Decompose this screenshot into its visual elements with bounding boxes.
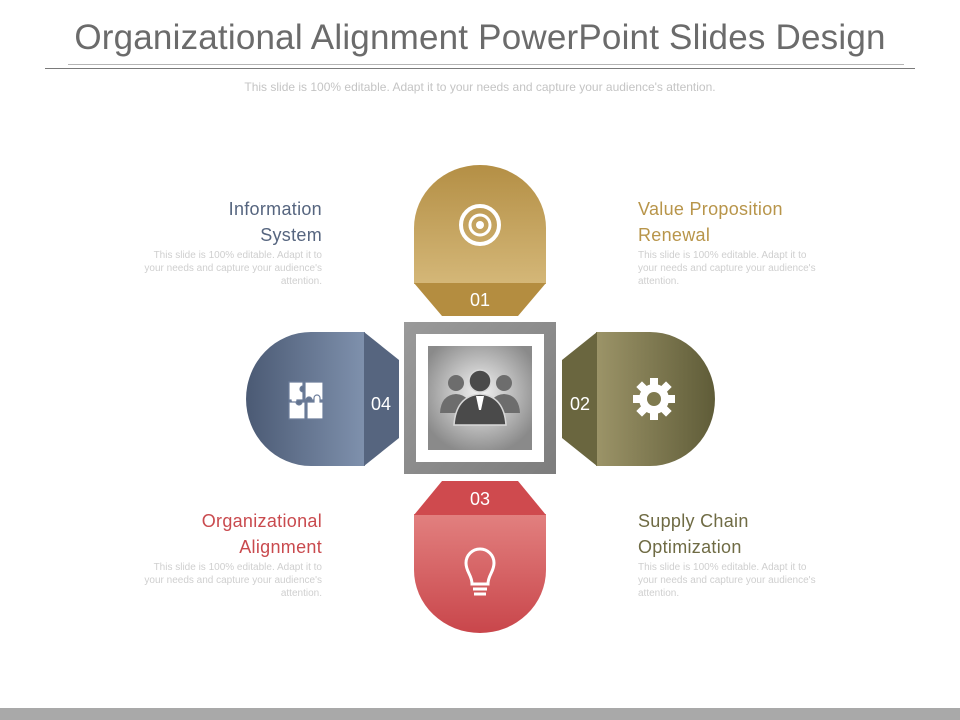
label-information-system: Information System — [140, 196, 322, 248]
heading-01-line1: Value Proposition — [638, 199, 783, 219]
segment-02-tab — [562, 332, 597, 466]
segment-04: 04 — [246, 332, 399, 466]
segment-03-number: 03 — [470, 489, 490, 509]
description-01: This slide is 100% editable. Adapt it to… — [638, 250, 816, 287]
segment-03-body — [414, 514, 546, 633]
team-icon — [440, 369, 520, 426]
label-value-proposition: Value Proposition Renewal — [638, 196, 838, 248]
segment-04-tab — [364, 332, 399, 466]
slide-title: Organizational Alignment PowerPoint Slid… — [74, 18, 886, 57]
heading-02-line1: Supply Chain — [638, 511, 749, 531]
lightbulb-icon — [464, 547, 496, 596]
title-divider-inner — [68, 64, 904, 65]
description-03: This slide is 100% editable. Adapt it to… — [144, 562, 322, 599]
segment-02: 02 — [562, 332, 715, 466]
segment-01-tab — [414, 283, 546, 316]
heading-04-line1: Information — [228, 199, 322, 219]
footer-bar — [0, 708, 960, 720]
heading-01-line2: Renewal — [638, 225, 711, 245]
heading-02-line2: Optimization — [638, 537, 742, 557]
description-04: This slide is 100% editable. Adapt it to… — [144, 250, 322, 287]
segment-03: 03 — [414, 481, 546, 633]
segment-01: 01 — [414, 165, 546, 316]
segment-01-number: 01 — [470, 290, 490, 310]
heading-03-line2: Alignment — [239, 537, 322, 557]
label-supply-chain: Supply Chain Optimization — [638, 508, 838, 560]
target-icon — [459, 204, 501, 246]
label-organizational-alignment: Organizational Alignment — [140, 508, 322, 560]
segment-04-number: 04 — [371, 394, 391, 414]
title-divider — [45, 68, 915, 69]
heading-04-line2: System — [260, 225, 322, 245]
description-02: This slide is 100% editable. Adapt it to… — [638, 562, 816, 599]
gear-icon — [633, 378, 675, 420]
slide-subtitle: This slide is 100% editable. Adapt it to… — [244, 80, 716, 94]
heading-03-line1: Organizational — [201, 511, 322, 531]
segment-02-number: 02 — [570, 394, 590, 414]
segment-03-tab — [414, 481, 546, 515]
puzzle-icon — [288, 381, 324, 420]
